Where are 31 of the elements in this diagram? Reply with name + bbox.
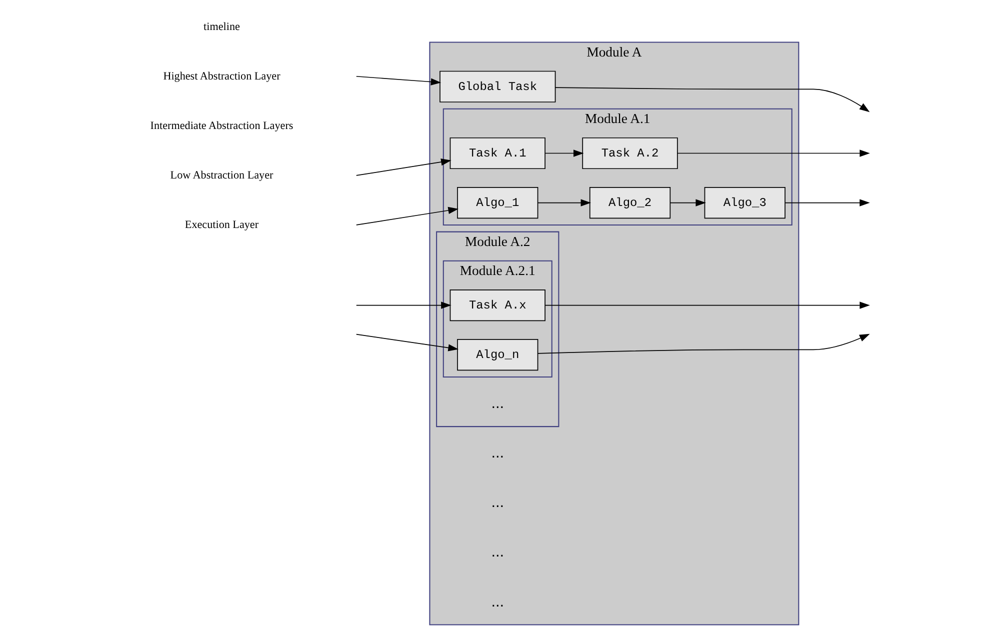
label: ... [490, 395, 504, 412]
arrow [355, 76, 441, 86]
label: timeline [203, 20, 240, 33]
label: ... [490, 494, 504, 512]
node-box: Algo_2 [588, 186, 670, 219]
arrow [676, 150, 870, 157]
label: Execution Layer [184, 218, 258, 231]
arrow [355, 302, 451, 309]
arrow [355, 334, 458, 352]
arrow [544, 150, 584, 157]
label: Intermediate Abstraction Layers [150, 120, 293, 132]
arrow [537, 199, 591, 206]
node-box: Task A.1 [449, 137, 545, 170]
node-box: Task A.x [449, 289, 545, 322]
arrow [670, 199, 706, 206]
arrow [537, 334, 870, 354]
arrow [355, 158, 451, 176]
label: ... [490, 444, 504, 462]
node-box: Algo_1 [456, 186, 538, 219]
arrow [784, 199, 870, 206]
label: Low Abstraction Layer [170, 169, 273, 182]
label: Highest Abstraction Layer [162, 70, 280, 82]
arrow [554, 87, 870, 112]
label: ... [490, 593, 504, 610]
node-box: Algo_3 [704, 186, 785, 219]
node-box: Algo_n [456, 339, 538, 371]
arrow [544, 302, 870, 309]
label: ... [490, 544, 504, 561]
arrow [355, 206, 458, 226]
node-box: Global Task [439, 70, 556, 102]
node-box: Task A.2 [582, 137, 678, 170]
